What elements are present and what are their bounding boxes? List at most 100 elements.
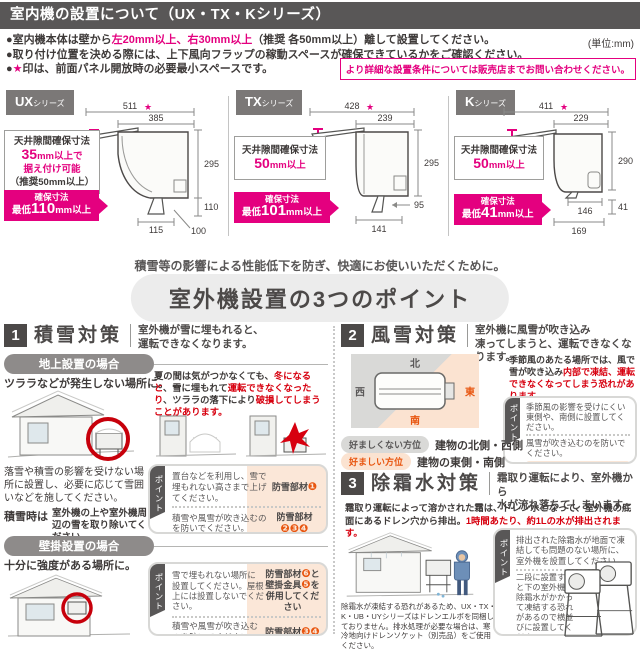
min-value: 最低110mm以上 [12,200,92,217]
section-desc: 室外機に風雪が吹き込み凍ってしまうと、運転できなくなります。 [475,324,632,363]
dealer-contact-note: より詳細な設置条件については販売店までお問い合わせください。 [339,58,636,80]
dim-width-inner: 385 [148,113,163,123]
ground-house-illustration [7,387,135,461]
note-line: ●室内機本体は壁から左20mm以上、右30mm以上（推奨 各50mm以上）離して… [6,34,496,46]
compass-north: 北 [410,359,420,370]
ground-caption: ツララなどが発生しない場所に。 [4,378,169,390]
wind-point-box: ポイント 季節風の影響を受けにくい東側や、南側に設置してください。 風雪が吹き込… [503,396,637,464]
point-part-label: 防雪部材❸❹ [265,625,320,636]
dim-height: 295 [204,159,219,169]
series-column-ux: UXシリーズ 511 ★ 385 295 110 [4,86,224,254]
wall-mount-house-illustration [7,572,131,637]
compass-east: 東 [465,387,475,399]
ground-case-header: 地上設置の場合 [4,354,328,374]
ground-body-text: 落雪や積雪の影響を受けない場所に設置し、必要に応じて雪囲いなどを施してください。 [4,467,144,504]
min-label: 確保寸法 [264,194,299,204]
compass-west: 西 [355,387,365,399]
series-diagram-row: UXシリーズ 511 ★ 385 295 110 [0,86,640,254]
section-title: 風雪対策 [371,324,469,347]
series-tag-k: Kシリーズ [456,90,515,115]
series-tag-main: UX [15,94,34,109]
page-title: 室内機の設置について（UX・TX・Kシリーズ） [0,2,640,29]
defrost-body-text: 霜取り運転によって溶かされた霜は、ドレン水となって、室外機の底面にあるドレン穴か… [345,503,632,538]
dim-width-total: 411 [539,102,553,111]
dim-inner-bottom: 146 [577,206,592,216]
ux-ceiling-callout: 天井隙間確保寸法 35mm以上で 据え付け可能 （推奨50mm以上） [4,130,100,194]
point-tab: ポイント [503,396,520,446]
note-line: ●取り付け位置を決める際には、上下風向フラップの稼動スペースが確保できているかを… [6,48,529,61]
snow-label: 積雪時は [4,511,48,523]
wall-point-box: ポイント 雪で埋もれない場所に設置してください。屋根上には設置しないでください。… [148,562,328,636]
section2-header: 2 風雪対策 室外機に風雪が吹き込み凍ってしまうと、運転できなくなります。 [341,324,637,365]
k-min-clearance-box: 確保寸法 最低41mm以上 [454,194,551,225]
series-column-k: Kシリーズ 411 ★ 229 290 41 146 [454,86,638,254]
dim-star: ★ [144,102,152,112]
direction-text: 建物の北側・西側 [435,439,524,452]
min-label: 確保寸法 [34,192,69,202]
compass-south: 南 [410,416,420,427]
three-points-banner: 室外機設置の3つのポイント [130,274,510,322]
unit-note: (単位:mm) [587,39,634,50]
section-desc: 室外機が雪に埋もれると、運転できなくなります。 [138,324,264,350]
callout-line: 天井隙間確保寸法 [460,145,537,156]
callout-line: 50mm以上 [473,155,525,171]
callout-line: 天井隙間確保寸法 [13,136,90,147]
series-tag-tx: TXシリーズ [236,90,303,115]
install-notes: ●室内機本体は壁から左20mm以上、右30mm以上（推奨 各50mm以上）離して… [6,33,528,77]
dim-width-inner: 229 [573,113,588,123]
winter-warning-text: 夏の間は気がつかなくても、冬になると、雪に埋もれて運転できなくなったり、ツララの… [154,371,321,417]
series-tag-sub: シリーズ [474,99,506,108]
seasonal-wind-warning: 季節風のあたる場所では、風で雪が吹き込み内部で凍結、運転できなくなってしまう恐れ… [509,355,636,401]
callout-line: （推奨50mm以上） [9,177,95,188]
point-text: 排出された除霜水が地面で凍結しても問題のない場所に、室外機を設置してください。 [516,535,625,566]
dim-bottom: 141 [371,224,386,234]
section-wind-and-defrost: 2 風雪対策 室外機に風雪が吹き込み凍ってしまうと、運転できなくなります。 北 … [341,324,637,650]
outdoor-unit-topview [374,372,455,410]
point-tab: ポイント [148,562,165,618]
section1-header: 1 積雪対策 室外機が雪に埋もれると、運転できなくなります。 [4,324,264,351]
dim-width-total: 511 [123,102,137,111]
series-tag-sub: シリーズ [261,99,294,108]
case-line [154,545,328,547]
wall-case-header: 壁掛設置の場合 [4,536,328,556]
dim-width-inner: 239 [377,113,392,123]
series-tag-sub: シリーズ [33,99,65,108]
favorable-direction-row: 好ましい方位 建物の東側・南側 [341,453,505,470]
case-pill: 壁掛設置の場合 [4,536,154,556]
section3-header: 3 除霜水対策 霜取り運転により、室外機から水が流れ落ちてしまいます。 [341,472,637,513]
series-tag-main: K [465,94,475,109]
section-title: 積雪対策 [34,324,132,347]
series-tag-ux: UXシリーズ [6,90,74,115]
point-part-label: 防雪部材❶❷❸❹ [526,461,630,462]
section-desc: 霜取り運転により、室外機から水が流れ落ちてしまいます。 [497,472,633,511]
wall-caption: 十分に強度がある場所に。 [4,560,136,572]
direction-pill: 好ましい方位 [341,453,412,470]
house-person-illustration [346,530,474,598]
dim-star: ★ [560,102,568,112]
drain-caption: 除霜水が凍結する恐れがあるため、UX・TX・K・UB・UYシリーズはドレンエルボ… [341,602,497,651]
point-text: 季節風の影響を受けにくい東側や、南側に設置してください。 [526,402,626,432]
point-text: 置台などを利用し、雪で埋もれない高さまで上げてください。 [172,471,267,503]
point-part-label: 防雪部材❻と壁掛金具❺を併用してください [265,568,320,613]
section-number: 3 [341,472,364,495]
callout-line: 据え付け可能 [23,164,81,175]
min-label: 確保寸法 [480,196,515,206]
section-number: 2 [341,324,364,347]
point-tab: ポイント [493,528,510,584]
callout-line: 天井隙間確保寸法 [241,145,318,156]
callout-line: 35mm以上で [21,146,83,162]
point-tab: ポイント [148,464,165,520]
tx-ceiling-callout: 天井隙間確保寸法 50mm以上 [234,136,326,180]
case-pill: 地上設置の場合 [4,354,154,374]
section-divider [333,326,335,634]
note-line: ●★印は、前面パネル開放時の必要最小スペースです。 [6,63,274,76]
dim-star: ★ [366,102,374,112]
section-snow-countermeasure: 1 積雪対策 室外機が雪に埋もれると、運転できなくなります。 地上設置の場合 ツ… [4,324,328,638]
compass-diagram: 北 西 東 南 [351,354,479,428]
dim-width-total: 428 [344,102,359,111]
banner-lead-text: 積雪等の影響による性能低下を防ぎ、快適にお使いいただくために。 [134,259,506,273]
icicle-damage-illustration [245,415,327,457]
point-part-label: 防雪部材❷❸❹ [276,512,313,534]
min-value: 最低101mm以上 [242,202,322,219]
dim-bottom: 115 [149,225,163,235]
